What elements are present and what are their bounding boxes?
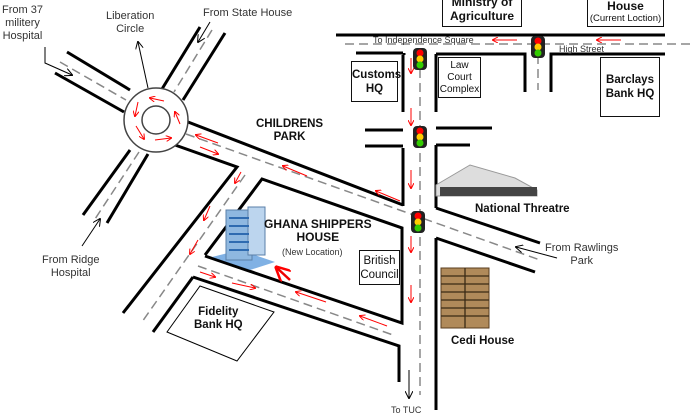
label-to-tuc: To TUC: [391, 405, 422, 415]
fidelity-bank-outline: [166, 285, 275, 362]
label-national-theatre: National Threatre: [475, 203, 570, 215]
current-location-box: House (Current Loction): [587, 0, 664, 27]
label-liberation-circle: Liberation Circle: [106, 10, 155, 35]
label-ghana-shippers-house: GHANA SHIPPERS HOUSE: [264, 217, 372, 244]
label-from-state-house: From State House: [203, 7, 293, 19]
traffic-light-cross-street: [413, 126, 427, 148]
label-cedi-house: Cedi House: [451, 335, 515, 347]
law-court-complex-box: Law Court Complex: [438, 57, 481, 98]
traffic-light-customs: [413, 48, 427, 70]
road-edges: [54, 26, 665, 410]
callout-arrows: [44, 21, 558, 398]
cedi-house-image: [440, 267, 490, 329]
traffic-light-childrens-park: [411, 211, 425, 233]
label-childrens-park: CHILDRENS PARK: [256, 118, 324, 143]
label-from-rawlings-park: From Rawlings Park: [545, 242, 619, 267]
label-from-ridge-hospital: From Ridge Hospital: [42, 254, 100, 279]
label-house: House: [607, 0, 644, 13]
ghana-shippers-building-icon: [212, 206, 275, 270]
new-location-pointer-arrow: [277, 268, 290, 280]
label-high-street: High Street: [559, 44, 605, 54]
traffic-direction-arrows: [135, 40, 621, 327]
ministry-of-agriculture-box: Ministry of Agriculture: [442, 0, 522, 27]
barclays-bank-box: Barclays Bank HQ: [600, 57, 660, 117]
label-to-independence-square: To Independence Square: [373, 35, 474, 45]
customs-hq-box: Customs HQ: [351, 61, 401, 102]
british-council-box: British Council: [359, 250, 400, 285]
traffic-light-high-street: [531, 36, 545, 58]
label-from-37-hospital: From 37 militery Hospital: [2, 4, 43, 42]
label-fidelity-bank: Fidelity Bank HQ: [194, 306, 243, 331]
label-new-location: (New Location): [282, 247, 343, 257]
national-theatre-image: [435, 164, 538, 197]
label-current-location: (Current Loction): [589, 13, 662, 24]
